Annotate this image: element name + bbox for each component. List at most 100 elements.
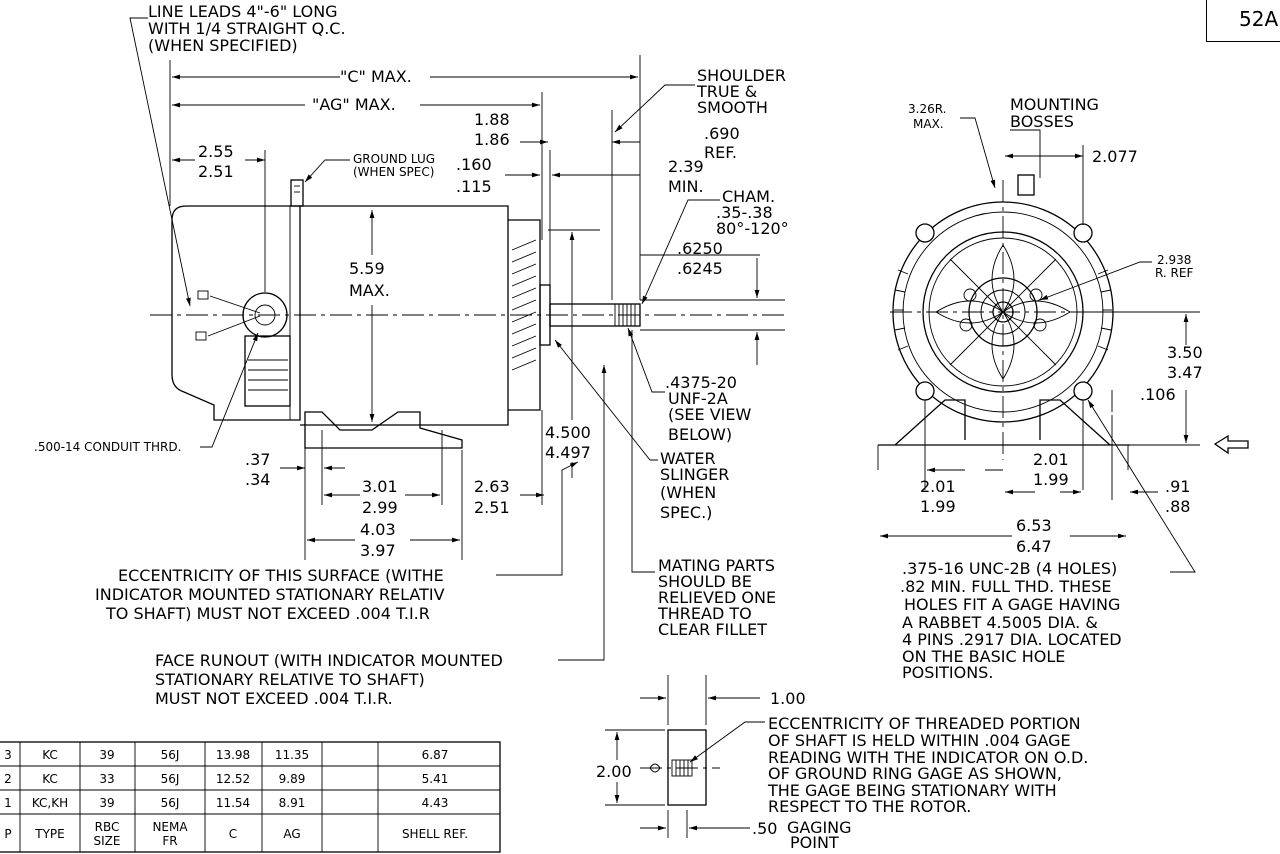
svg-text:UNF-2A: UNF-2A xyxy=(668,389,728,408)
svg-text:(WHEN: (WHEN xyxy=(660,483,716,502)
svg-text:4.500: 4.500 xyxy=(545,423,591,442)
gage-thread xyxy=(671,759,693,777)
svg-text:(WHEN SPEC): (WHEN SPEC) xyxy=(353,165,434,179)
svg-text:2: 2 xyxy=(4,772,12,786)
leader-holes xyxy=(1087,399,1196,573)
conduit-note: .500-14 CONDUIT THRD. xyxy=(34,440,181,454)
end-ground-lug xyxy=(1017,174,1035,196)
line-leads xyxy=(207,295,261,337)
svg-text:WITH 1/4 STRAIGHT Q.C.: WITH 1/4 STRAIGHT Q.C. xyxy=(148,19,346,38)
bearing-hub xyxy=(968,277,1038,347)
svg-text:MIN.: MIN. xyxy=(668,177,704,196)
mounting-base xyxy=(304,411,463,449)
svg-text:ECCENTRICITY OF THREADED PORTI: ECCENTRICITY OF THREADED PORTION xyxy=(768,714,1081,733)
chamfer-note: CHAM. .35-.38 80°-120° xyxy=(716,187,789,238)
svg-text:6.87: 6.87 xyxy=(422,748,449,762)
svg-text:6.53: 6.53 xyxy=(1016,516,1052,535)
svg-text:GAGING: GAGING xyxy=(787,818,852,837)
svg-text:SIZE: SIZE xyxy=(94,834,121,848)
svg-text:MATING PARTS: MATING PARTS xyxy=(658,556,775,575)
svg-text:.375-16 UNC-2B (4 HOLES): .375-16 UNC-2B (4 HOLES) xyxy=(902,559,1117,578)
svg-text:CLEAR FILLET: CLEAR FILLET xyxy=(658,620,767,639)
svg-text:SPEC.): SPEC.) xyxy=(660,503,712,522)
svg-text:SMOOTH: SMOOTH xyxy=(697,98,768,117)
svg-text:OF GROUND RING GAGE AS SHOWN,: OF GROUND RING GAGE AS SHOWN, xyxy=(768,764,1062,783)
end-view: 3.26R. MAX. MOUNTING BOSSES 2.938 R. REF… xyxy=(877,95,1249,682)
ground-lug xyxy=(290,179,304,207)
svg-text:2.077: 2.077 xyxy=(1092,147,1138,166)
end-view-dimensions: 2.077 3.50 3.47 .106 2.01 1.99 2.01 1.99… xyxy=(920,147,1203,556)
svg-text:THREAD TO: THREAD TO xyxy=(657,604,752,623)
gage-dim-200: 2.00 xyxy=(596,762,632,781)
shaft-end xyxy=(992,301,1014,323)
mounting-boss-tl xyxy=(915,223,935,243)
svg-text:2.51: 2.51 xyxy=(474,498,510,517)
svg-text:TRUE &: TRUE & xyxy=(696,82,757,101)
shaft-thread xyxy=(614,304,636,326)
table-header: P TYPE RBC SIZE NEMA FR C AG SHELL REF. xyxy=(4,820,468,848)
svg-text:INDICATOR MOUNTED STATIONARY R: INDICATOR MOUNTED STATIONARY RELATIV xyxy=(95,585,445,604)
bosses-note: MOUNTING BOSSES xyxy=(1010,95,1099,131)
svg-text:3.01: 3.01 xyxy=(362,477,398,496)
gage-view: 1.00 2.00 .50 GAGING POINT ECCENTRICITY … xyxy=(596,675,1088,852)
svg-text:3.97: 3.97 xyxy=(360,541,396,560)
ground-lug-note: GROUND LUG (WHEN SPEC) xyxy=(353,152,435,179)
svg-text:3.26R.: 3.26R. xyxy=(908,102,946,116)
mounting-boss-bl xyxy=(915,381,935,401)
leader-conduit xyxy=(200,332,259,448)
leader-eccentricity xyxy=(496,461,579,576)
leader-line-leads xyxy=(129,17,191,307)
svg-text:2.01: 2.01 xyxy=(1033,450,1069,469)
svg-text:9.89: 9.89 xyxy=(279,772,306,786)
side-view: LINE LEADS 4"-6" LONG WITH 1/4 STRAIGHT … xyxy=(34,2,789,708)
svg-text:2.55: 2.55 xyxy=(198,142,234,161)
svg-text:HOLES FIT A GAGE HAVING: HOLES FIT A GAGE HAVING xyxy=(904,595,1120,614)
svg-text:NEMA: NEMA xyxy=(152,820,188,834)
svg-text:STATIONARY RELATIVE TO SHAFT): STATIONARY RELATIVE TO SHAFT) xyxy=(155,670,425,689)
svg-text:1.86: 1.86 xyxy=(474,130,510,149)
gage-dim-50: .50 xyxy=(752,819,777,838)
svg-text:LINE LEADS 4"-6" LONG: LINE LEADS 4"-6" LONG xyxy=(148,2,338,21)
svg-text:AG: AG xyxy=(283,827,300,841)
svg-text:12.52: 12.52 xyxy=(216,772,250,786)
shaft xyxy=(549,303,641,327)
view-direction-arrow xyxy=(1213,434,1249,455)
leader-shoulder xyxy=(614,84,695,133)
water-slinger-note: WATER SLINGER (WHEN SPEC.) xyxy=(660,449,729,522)
svg-text:1.99: 1.99 xyxy=(1033,470,1069,489)
eccentricity-note: ECCENTRICITY OF THIS SURFACE (WITHE INDI… xyxy=(95,566,445,623)
svg-text:SLINGER: SLINGER xyxy=(660,465,729,484)
cooling-fins xyxy=(511,239,537,371)
svg-text:.6245: .6245 xyxy=(677,259,723,278)
svg-text:A RABBET 4.5005 DIA. &: A RABBET 4.5005 DIA. & xyxy=(902,613,1098,632)
conduit-fitting xyxy=(244,335,291,407)
mating-parts-note: MATING PARTS SHOULD BE RELIEVED ONE THRE… xyxy=(657,556,776,639)
svg-text:KC: KC xyxy=(42,748,58,762)
shoulder-note: SHOULDER TRUE & SMOOTH xyxy=(696,66,786,117)
spec-table: 3 KC 39 56J 13.98 11.35 6.87 2 KC 33 56J… xyxy=(0,741,501,853)
leader-ref-radius xyxy=(1039,261,1152,301)
svg-text:.160: .160 xyxy=(456,155,492,174)
svg-text:SHOULDER: SHOULDER xyxy=(697,66,786,85)
svg-text:.34: .34 xyxy=(245,470,270,489)
svg-text:.106: .106 xyxy=(1140,385,1176,404)
svg-text:33: 33 xyxy=(99,772,114,786)
svg-text:REF.: REF. xyxy=(704,143,737,162)
thread-note: .4375-20 UNF-2A (SEE VIEW BELOW) xyxy=(665,373,751,444)
holes-note: .375-16 UNC-2B (4 HOLES) .82 MIN. FULL T… xyxy=(900,559,1122,682)
svg-text:.115: .115 xyxy=(456,177,492,196)
svg-text:C: C xyxy=(229,827,237,841)
svg-text:.88: .88 xyxy=(1165,497,1190,516)
drawing-number: 52A xyxy=(1206,0,1280,42)
svg-text:"C" MAX.: "C" MAX. xyxy=(340,67,412,86)
svg-text:FACE RUNOUT (WITH INDICATOR MO: FACE RUNOUT (WITH INDICATOR MOUNTED xyxy=(155,651,503,670)
gage-dim-100: 1.00 xyxy=(770,689,806,708)
svg-text:MAX.: MAX. xyxy=(913,117,944,131)
table-row-1: 1 KC,KH 39 56J 11.54 8.91 4.43 xyxy=(4,796,448,810)
svg-text:CHAM.: CHAM. xyxy=(722,187,775,206)
svg-text:POSITIONS.: POSITIONS. xyxy=(902,663,993,682)
svg-text:RELIEVED ONE: RELIEVED ONE xyxy=(658,588,776,607)
svg-text:39: 39 xyxy=(99,748,114,762)
svg-text:WATER: WATER xyxy=(660,449,716,468)
svg-text:ECCENTRICITY OF THIS SURFACE (: ECCENTRICITY OF THIS SURFACE (WITHE xyxy=(118,566,444,585)
